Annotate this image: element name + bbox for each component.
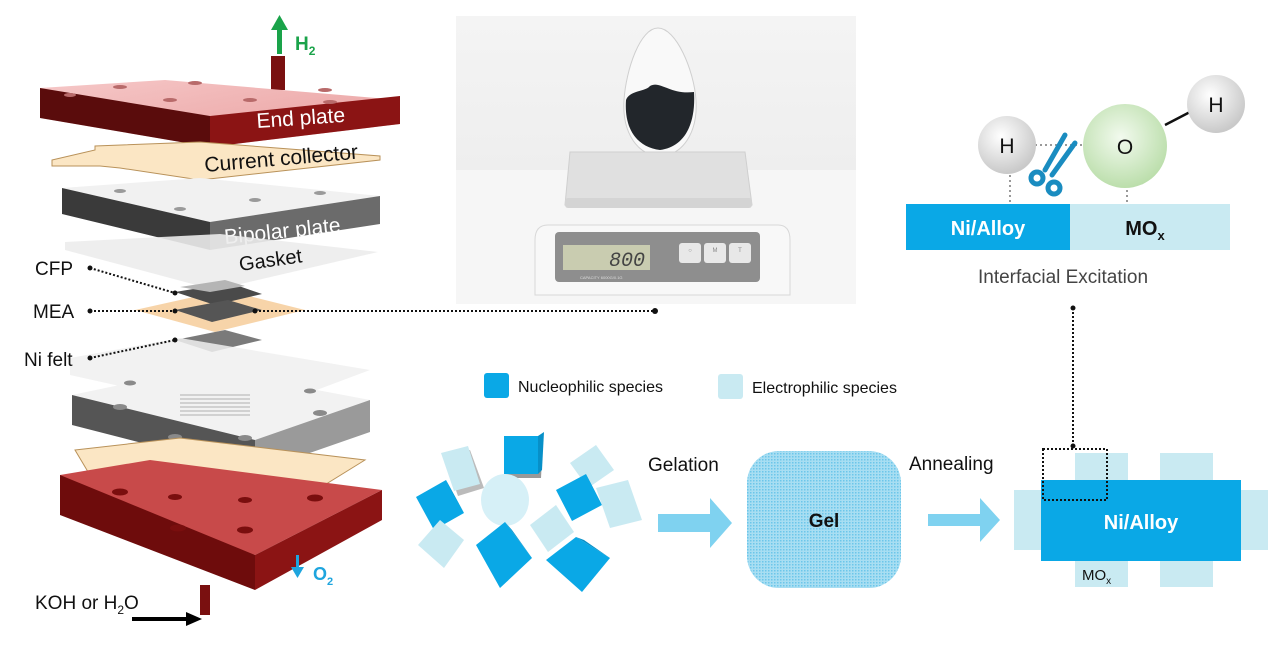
h2-outlet: H2 bbox=[271, 15, 316, 90]
mox-block bbox=[1070, 204, 1230, 250]
electrophilic-particle bbox=[441, 446, 484, 496]
nucleophilic-particle bbox=[504, 432, 544, 478]
legend-label-nucleophilic: Nucleophilic species bbox=[518, 379, 663, 396]
mea-label: MEA bbox=[33, 302, 75, 323]
gel-block bbox=[747, 451, 901, 588]
product-ni-alloy-label: Ni/Alloy bbox=[1104, 512, 1179, 534]
ni-alloy-block bbox=[906, 204, 1070, 250]
gelation-label: Gelation bbox=[648, 455, 719, 476]
gasket: Gasket bbox=[65, 234, 378, 290]
mox-label: MOx bbox=[1125, 218, 1165, 243]
o2-outlet: O2 bbox=[291, 555, 333, 588]
scale-capacity: CAPACITY 6000G/0.1G bbox=[580, 275, 623, 280]
interfacial-excitation-caption: Interfacial Excitation bbox=[978, 267, 1148, 288]
scale-mode-button[interactable] bbox=[704, 243, 726, 263]
oxygen-atom bbox=[1083, 104, 1167, 188]
arrow-down-icon bbox=[296, 555, 299, 569]
precursor-species bbox=[416, 432, 642, 592]
ni-alloy-core bbox=[1041, 480, 1241, 561]
mea bbox=[135, 280, 305, 332]
product-mox-label: MOx bbox=[1082, 567, 1111, 587]
legend-swatch-electrophilic bbox=[718, 374, 743, 399]
legend: Nucleophilic species Electrophilic speci… bbox=[484, 373, 897, 399]
legend-swatch-nucleophilic bbox=[484, 373, 509, 398]
nucleophilic-particle bbox=[416, 480, 464, 530]
o2-label: O2 bbox=[313, 564, 333, 588]
h2-label: H2 bbox=[295, 34, 316, 58]
scale-display bbox=[563, 245, 650, 270]
sample-powder bbox=[625, 84, 695, 150]
svg-text:O: O bbox=[1117, 136, 1133, 159]
zoom-connector bbox=[1070, 305, 1076, 449]
arrow-up-head-icon bbox=[271, 15, 288, 30]
scissors-icon bbox=[1028, 132, 1078, 197]
end-plate-top: End plate bbox=[40, 80, 400, 147]
annealed-product: Ni/Alloy MOx bbox=[1014, 448, 1268, 587]
mode-icon: M bbox=[713, 248, 718, 254]
zoom-region-box bbox=[1042, 448, 1108, 501]
electrophilic-particle bbox=[418, 520, 464, 568]
legend-label-electrophilic: Electrophilic species bbox=[752, 380, 897, 397]
svg-text:H: H bbox=[999, 135, 1014, 158]
cfp-label: CFP bbox=[35, 259, 73, 280]
annealing-arrow-icon bbox=[928, 498, 1000, 542]
gel-label: Gel bbox=[809, 511, 840, 532]
electrophilic-particle bbox=[530, 505, 574, 552]
inlet-arrow-icon bbox=[132, 612, 202, 626]
end-plate-bottom bbox=[60, 460, 382, 615]
electrophilic-particle bbox=[481, 474, 529, 526]
scale-power-button[interactable] bbox=[679, 243, 701, 263]
scale-tare-button[interactable] bbox=[729, 243, 751, 263]
ni-alloy-label: Ni/Alloy bbox=[951, 218, 1026, 240]
scale-buttons: ○ M T bbox=[679, 243, 751, 263]
outlet-pipe-top bbox=[271, 56, 285, 90]
inlet-label: KOH or H2O bbox=[35, 593, 139, 617]
power-icon: ○ bbox=[688, 248, 692, 254]
nucleophilic-particle bbox=[546, 537, 610, 592]
svg-text:H: H bbox=[1208, 94, 1223, 117]
current-collector-top: Current collector bbox=[51, 141, 381, 181]
gelation-arrow-icon bbox=[658, 498, 732, 548]
tare-icon: T bbox=[738, 248, 742, 254]
callouts bbox=[89, 267, 655, 359]
oh-bond bbox=[1164, 110, 1191, 127]
inlet-pipe bbox=[200, 585, 210, 615]
arrow-up-icon bbox=[277, 28, 282, 54]
hydrogen-atom-right bbox=[1187, 75, 1245, 133]
nucleophilic-particle bbox=[556, 474, 602, 521]
ni-felt-label: Ni felt bbox=[24, 350, 73, 371]
electrolyzer-stack: H2 End plate Current collector bbox=[24, 15, 658, 626]
hydrogen-atom-left bbox=[978, 116, 1036, 174]
electrophilic-particle bbox=[596, 480, 642, 528]
sample-photo: 800 CAPACITY 6000G/0.1G ○ M T bbox=[456, 16, 856, 304]
interfacial-mechanism: H O H Ni/Alloy MOx Interfacial Excitatio… bbox=[906, 75, 1245, 288]
nucleophilic-particle bbox=[476, 522, 532, 588]
annealing-label: Annealing bbox=[909, 454, 994, 475]
scale-reading: 800 bbox=[609, 250, 645, 273]
